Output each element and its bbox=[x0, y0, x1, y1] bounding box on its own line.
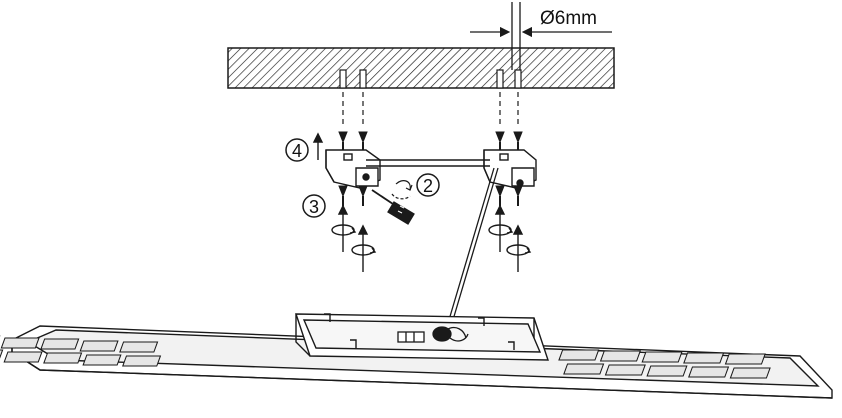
step-3-arrow bbox=[312, 132, 324, 160]
tighten-arrow-left-2 bbox=[351, 224, 377, 272]
mounting-bracket-right bbox=[483, 149, 537, 189]
mounting-bracket-left bbox=[325, 149, 381, 189]
connector-block bbox=[397, 326, 469, 343]
wall-plugs bbox=[338, 131, 523, 152]
tighten-arrow-left-1 bbox=[331, 204, 357, 252]
plug-left-1 bbox=[338, 131, 348, 152]
ceiling bbox=[227, 47, 615, 89]
step-3-marker: 4 bbox=[285, 138, 309, 162]
step-4-number: 3 bbox=[309, 197, 319, 217]
bracket-screws bbox=[338, 185, 523, 206]
plug-right-2 bbox=[513, 131, 523, 152]
drill-holes bbox=[339, 69, 522, 89]
screwdriver bbox=[371, 189, 415, 225]
alignment-lines bbox=[342, 92, 519, 128]
tighten-arrow-right-2 bbox=[506, 224, 532, 272]
panel-slots-right bbox=[558, 349, 771, 379]
screw-left-2 bbox=[358, 185, 368, 206]
screw-right-1 bbox=[495, 185, 505, 206]
plug-right-1 bbox=[495, 131, 505, 152]
safety-cable bbox=[445, 167, 499, 331]
screw-left-1 bbox=[338, 185, 348, 206]
step-4-marker: 3 bbox=[302, 194, 326, 218]
rotation-marks-step-2 bbox=[391, 180, 413, 200]
step-2-number: 2 bbox=[423, 176, 433, 196]
panel-slots-left bbox=[0, 335, 162, 367]
hole-diameter-label: Ø6mm bbox=[540, 8, 597, 29]
hole-diameter-callout bbox=[470, 2, 612, 70]
tighten-arrow-right-1 bbox=[488, 204, 514, 252]
plug-left-2 bbox=[358, 131, 368, 152]
tighten-arrows bbox=[331, 204, 532, 272]
step-3-number: 4 bbox=[292, 141, 302, 161]
bracket-crossbar bbox=[366, 159, 490, 167]
screw-right-2 bbox=[513, 185, 523, 206]
step-2-marker: 2 bbox=[416, 173, 440, 197]
